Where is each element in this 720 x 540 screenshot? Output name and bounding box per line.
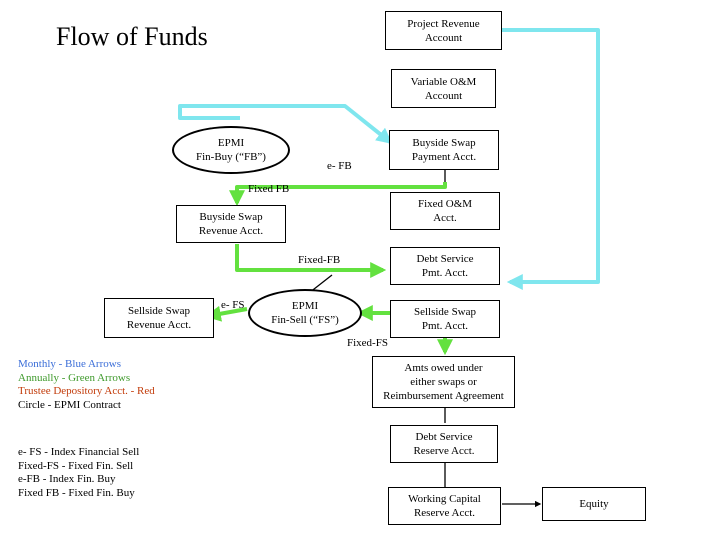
box-line: Pmt. Acct.	[421, 267, 469, 279]
box-line: Fixed O&M	[417, 198, 473, 210]
ellipse-line: Fin-Sell (“FS”)	[271, 314, 339, 326]
box-line: Debt Service	[415, 431, 473, 443]
green-arrow-fixed-om-to-buyside-revenue	[229, 182, 447, 207]
label-fixed-fs: Fixed-FS	[347, 337, 388, 349]
box-line: Pmt. Acct.	[421, 320, 469, 332]
box-line: Buyside Swap	[199, 211, 263, 223]
ellipse-line: EPMI	[217, 137, 245, 149]
legend-monthly: Monthly - Blue Arrows	[18, 358, 121, 370]
box-line: either swaps or	[410, 376, 477, 388]
label-e-fs: e- FS	[221, 299, 245, 311]
legend-circle: Circle - EPMI Contract	[18, 398, 121, 411]
box-line: Account	[424, 89, 463, 102]
box-line: Reserve Acct.	[413, 507, 476, 519]
buyside-swap-revenue-box: Buyside Swap Revenue Acct.	[176, 205, 286, 243]
box-line: Project Revenue	[407, 17, 480, 30]
legend-term: Fixed FB - Fixed Fin. Buy	[18, 486, 135, 499]
page-title: Flow of Funds	[56, 22, 208, 51]
ellipse-line: Fin-Buy (“FB”)	[196, 151, 266, 163]
box-line: Reimbursement Agreement	[383, 390, 504, 402]
legend-term: Fixed-FS - Fixed Fin. Sell	[18, 459, 134, 472]
epmi-fin-sell-ellipse: EPMI Fin-Sell (“FS”)	[248, 289, 362, 337]
buyside-swap-payment-box: Buyside Swap Payment Acct.	[389, 130, 499, 170]
variable-om-account-box: Variable O&M Account	[391, 69, 496, 108]
terms-legend: e- FS - Index Financial Sell Fixed-FS - …	[18, 446, 139, 500]
debt-service-reserve-box: Debt Service Reserve Acct.	[390, 425, 498, 463]
box-line: Debt Service	[416, 253, 474, 265]
box-line: Payment Acct.	[411, 151, 477, 163]
debt-service-pmt-box: Debt Service Pmt. Acct.	[390, 247, 500, 285]
box-line: Revenue Acct.	[198, 225, 264, 237]
project-revenue-account-box: Project Revenue Account	[385, 11, 502, 50]
legend-trustee: Trustee Depository Acct. - Red	[18, 385, 155, 397]
box-line: Equity	[579, 498, 609, 510]
ellipse-line: EPMI	[291, 300, 319, 312]
box-line: Reserve Acct.	[413, 445, 475, 457]
box-line: Sellside Swap	[127, 305, 191, 317]
box-line: Buyside Swap	[412, 137, 476, 149]
sellside-swap-pmt-box: Sellside Swap Pmt. Acct.	[390, 300, 500, 338]
blue-arrow-epmi-to-buyside-payment	[178, 104, 393, 144]
legend-term: e-FB - Index Fin. Buy	[18, 473, 116, 485]
label-fixed-fb: Fixed FB	[248, 183, 290, 195]
box-line: Working Capital	[408, 493, 481, 505]
box-line: Revenue Acct.	[126, 319, 192, 331]
fixed-om-acct-box: Fixed O&M Acct.	[390, 192, 500, 230]
blue-arrow-loop-project-revenue	[502, 28, 600, 290]
green-arrow-buyside-revenue-to-debt-service	[235, 244, 387, 278]
box-line: Amts owed under	[404, 362, 483, 374]
legend-annually: Annually - Green Arrows	[18, 371, 131, 384]
color-legend: Monthly - Blue Arrows Annually - Green A…	[18, 358, 155, 412]
box-line: Variable O&M	[410, 75, 477, 88]
label-fixed-fb-2: Fixed-FB	[298, 254, 341, 266]
sellside-swap-revenue-box: Sellside Swap Revenue Acct.	[104, 298, 214, 338]
amts-owed-box: Amts owed under either swaps or Reimburs…	[372, 356, 515, 408]
equity-box: Equity	[542, 487, 646, 521]
box-line: Account	[424, 31, 463, 44]
green-arrow-fs-to-sellside-revenue	[204, 305, 248, 322]
legend-term: e- FS - Index Financial Sell	[18, 446, 140, 458]
epmi-fin-buy-ellipse: EPMI Fin-Buy (“FB”)	[172, 126, 290, 174]
box-line: Acct.	[433, 212, 457, 224]
label-e-fb: e- FB	[327, 160, 352, 172]
working-capital-reserve-box: Working Capital Reserve Acct.	[388, 487, 501, 525]
box-line: Sellside Swap	[413, 306, 477, 318]
